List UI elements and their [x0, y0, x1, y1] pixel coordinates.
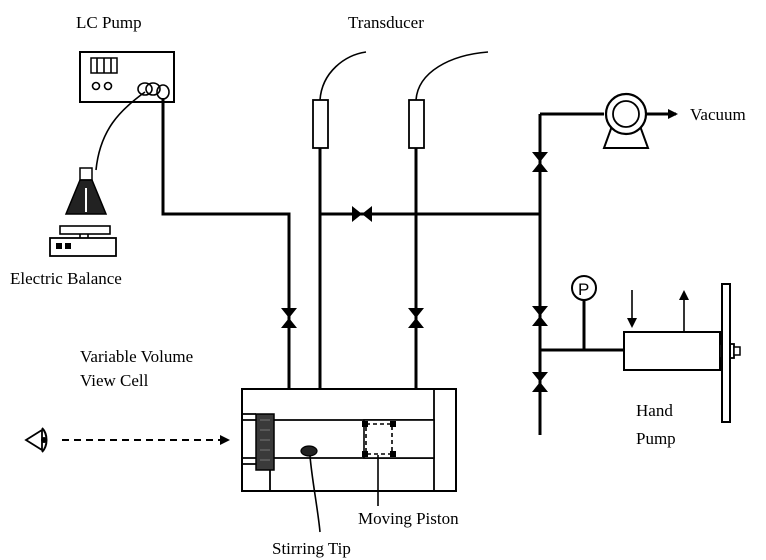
vacuum-label: Vacuum — [690, 105, 746, 124]
valve-manifold-middle — [532, 306, 548, 326]
view-cell-label-line1: Variable Volume — [80, 347, 193, 366]
stirring-tip-label: Stirring Tip — [272, 539, 351, 558]
valve-vacuum-line — [532, 152, 548, 172]
transducer-left — [312, 51, 367, 149]
electric-balance — [49, 225, 117, 257]
hand-pump — [623, 283, 741, 423]
transducer-right — [408, 51, 489, 149]
flask — [64, 167, 108, 215]
moving-piston — [362, 421, 396, 457]
piping — [161, 98, 624, 435]
valve-vertical-transducer-line — [408, 308, 424, 328]
eye-icon — [24, 427, 48, 453]
stirring-tip — [300, 445, 318, 457]
hand-pump-label-line2: Pump — [636, 429, 676, 448]
stirring-tip-leader — [309, 455, 321, 533]
pressure-gauge — [571, 275, 597, 301]
moving-piston-label: Moving Piston — [358, 509, 459, 528]
pressure-gauge-label: P — [578, 280, 589, 299]
lc-pump — [79, 51, 175, 103]
view-cell-label-line2: View Cell — [80, 371, 149, 390]
lc-pump-label: LC Pump — [76, 13, 142, 32]
view-cell — [241, 388, 457, 492]
hand-pump-label-line1: Hand — [636, 401, 673, 420]
electric-balance-label: Electric Balance — [10, 269, 122, 288]
valve-horizontal — [352, 206, 372, 222]
vacuum-pump — [602, 92, 678, 149]
valve-vertical-lc-line — [281, 308, 297, 328]
valve-manifold-bottom — [532, 372, 548, 392]
feed-tube — [95, 91, 146, 171]
transducer-label: Transducer — [348, 13, 424, 32]
